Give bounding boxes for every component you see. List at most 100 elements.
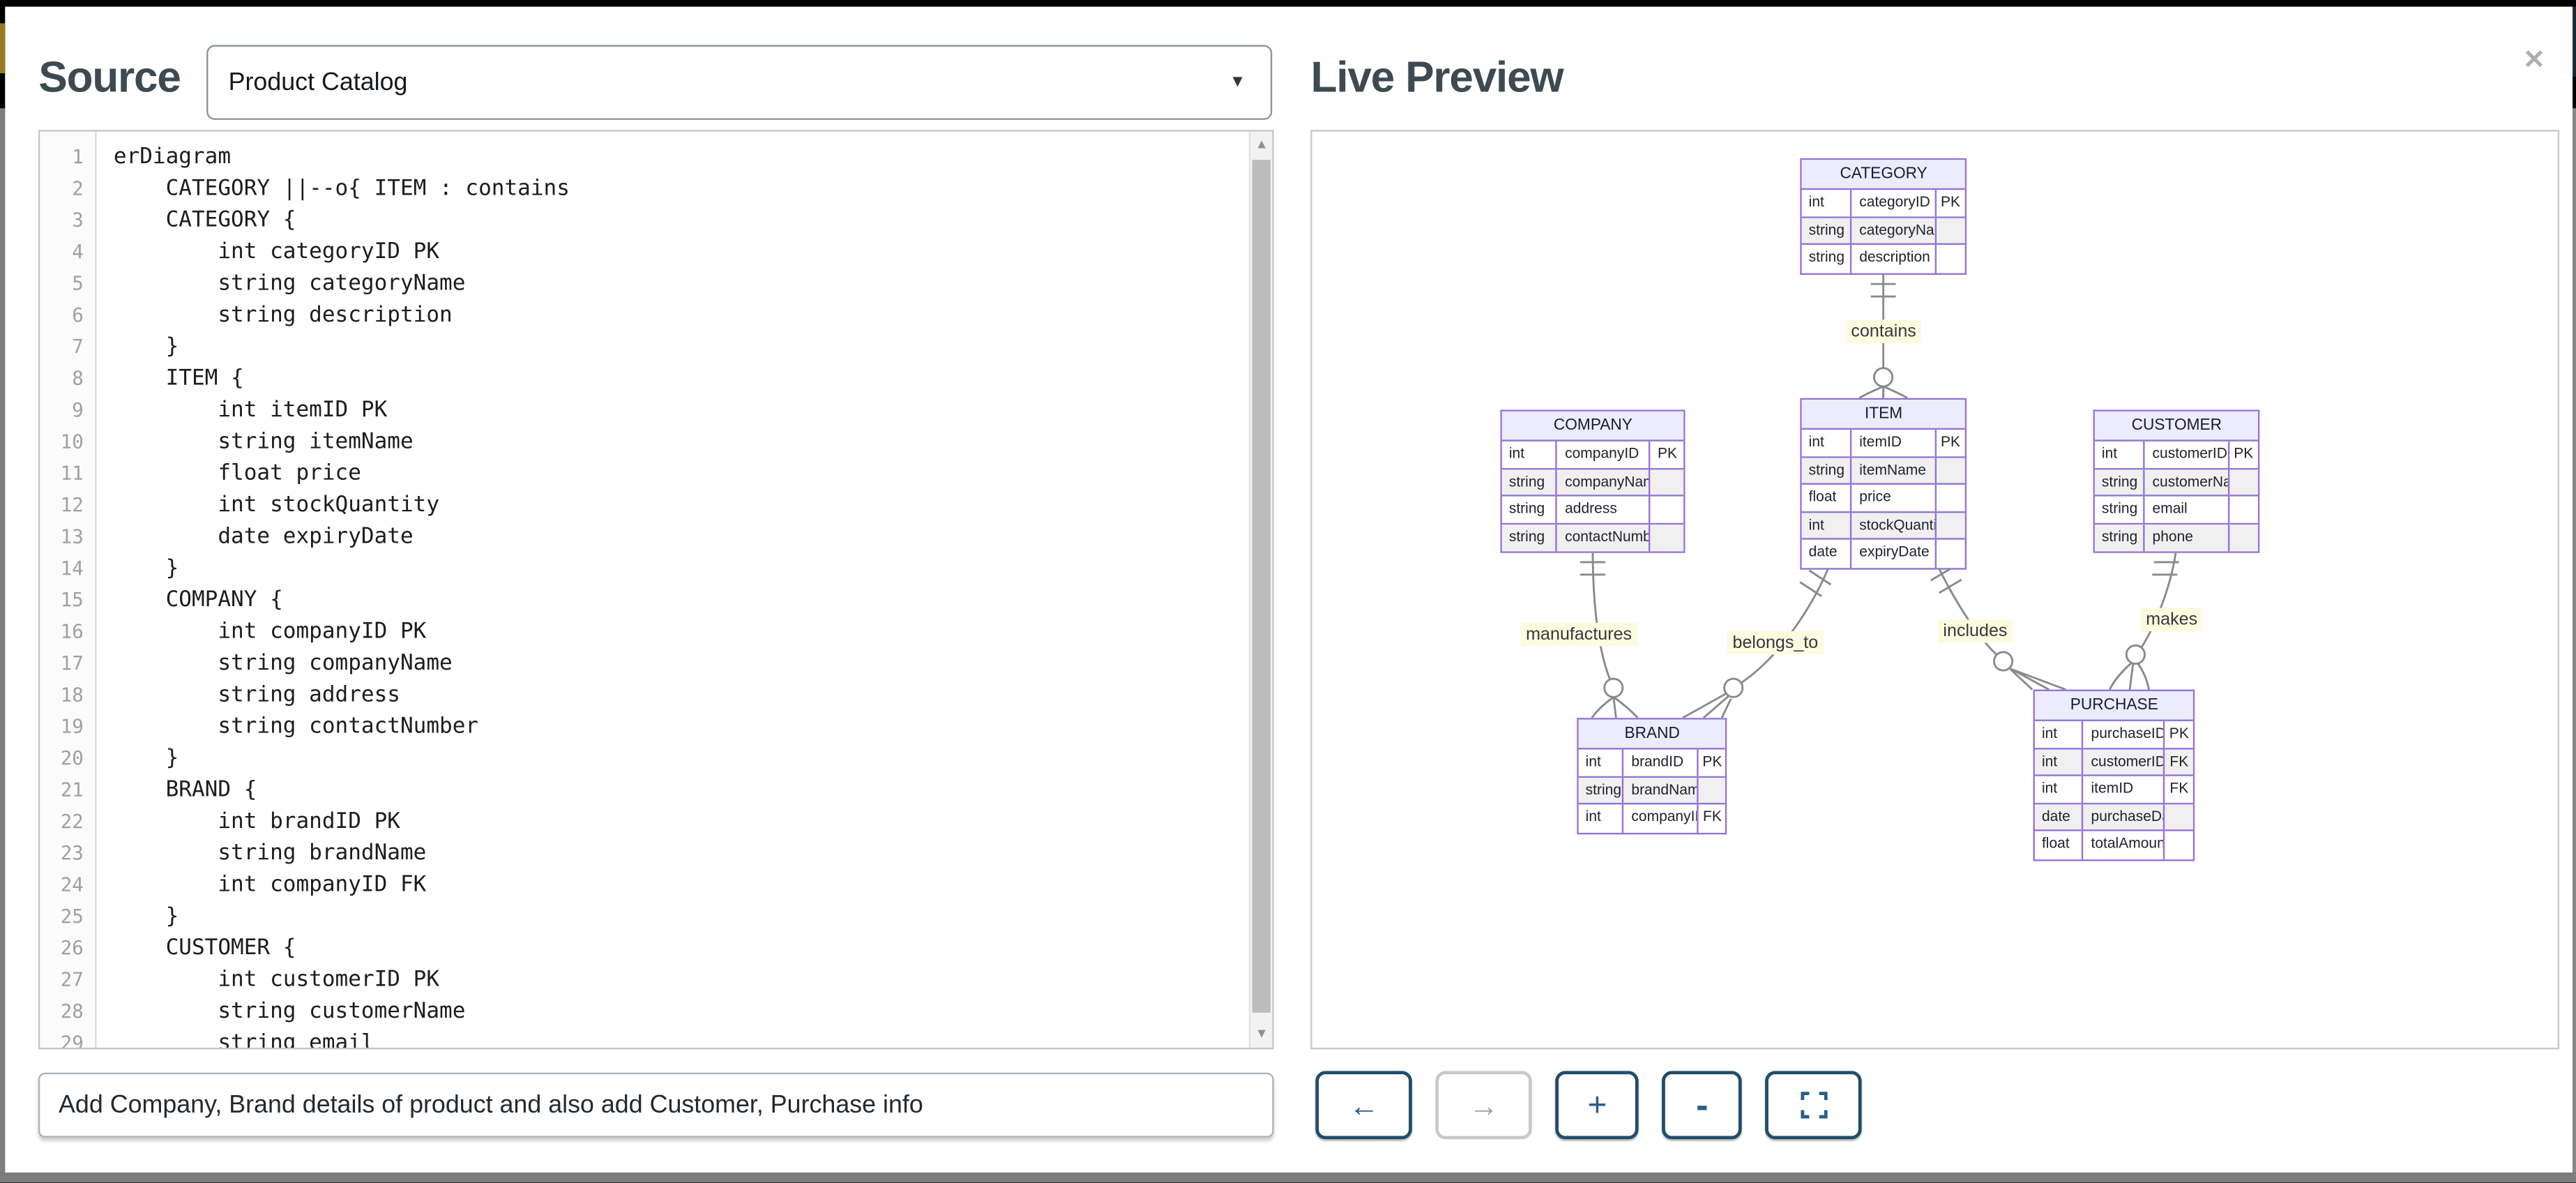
code-line: string contactNumber	[113, 714, 479, 740]
line-number: 13	[60, 525, 84, 548]
code-line: float price	[113, 461, 361, 487]
er-attr-type: string	[2101, 472, 2138, 489]
line-number: 10	[60, 430, 84, 453]
er-attr-type: int	[2041, 752, 2058, 769]
er-attr-key	[1934, 484, 1965, 511]
er-attr-key	[1697, 776, 1725, 803]
er-attr-name: purchaseID	[2081, 721, 2163, 747]
line-number: 9	[72, 398, 84, 422]
scroll-down-icon[interactable]: ▼	[1250, 1020, 1273, 1048]
er-attr-type: string	[2101, 527, 2138, 544]
er-attr-key	[1934, 245, 1965, 273]
code-line: string email	[113, 1031, 374, 1048]
er-attr-key	[1649, 469, 1683, 495]
line-number: 28	[60, 999, 84, 1023]
scrollbar-thumb[interactable]	[1252, 160, 1271, 1013]
er-relationship-label: makes	[2141, 608, 2203, 631]
er-attr-type: string	[1508, 499, 1545, 517]
er-entity-title: CUSTOMER	[2095, 411, 2259, 442]
er-entity-title: BRAND	[1579, 719, 1726, 750]
er-attr-type: int	[1808, 515, 1824, 532]
code-line: int companyID PK	[113, 619, 427, 645]
er-attr-type: int	[2041, 724, 2058, 741]
er-attr-key: FK	[2163, 748, 2193, 775]
er-attr-key	[1934, 539, 1965, 568]
line-number: 26	[60, 935, 84, 960]
code-line: int customerID PK	[113, 967, 440, 993]
arrow-right-icon: →	[1469, 1088, 1499, 1122]
er-attr-key	[2163, 804, 2193, 830]
background-left-edge-lower	[0, 108, 6, 1173]
fullscreen-icon	[1800, 1092, 1827, 1119]
er-attr-key: FK	[1697, 804, 1725, 832]
line-number: 23	[60, 841, 84, 865]
er-entity-title: PURCHASE	[2035, 691, 2194, 721]
code-line: CUSTOMER {	[113, 935, 296, 961]
er-attr-type: date	[1808, 543, 1838, 560]
prompt-input[interactable]	[38, 1072, 1275, 1138]
er-entity-title: COMPANY	[1502, 411, 1684, 442]
editor-scrollbar[interactable]: ▲ ▼	[1249, 131, 1273, 1048]
er-attr-key: PK	[1934, 430, 1965, 456]
er-attr-name: purchaseDate	[2081, 804, 2163, 830]
er-attr-key	[1934, 512, 1965, 538]
line-number: 24	[60, 873, 84, 896]
er-attr-name: address	[1554, 496, 1649, 522]
er-entity-brand: BRANDintbrandIDPKstringbrandNameintcompa…	[1577, 718, 1727, 834]
er-attr-name: description	[1849, 245, 1934, 273]
diagram-preview-canvas[interactable]: CATEGORYintcategoryIDPKstringcategoryNam…	[1310, 130, 2560, 1050]
er-entity-title: CATEGORY	[1802, 160, 1966, 190]
plus-icon: +	[1587, 1087, 1607, 1124]
er-attr-name: stockQuantity	[1849, 512, 1934, 538]
er-attr-name: email	[2142, 496, 2227, 522]
er-attr-key: PK	[2163, 721, 2193, 747]
scroll-up-icon[interactable]: ▲	[1250, 131, 1273, 158]
line-number: 18	[60, 683, 84, 707]
diagram-select[interactable]: Product Catalog ▼	[206, 45, 1273, 120]
er-entity-customer: CUSTOMERintcustomerIDPKstringcustomerNam…	[2093, 409, 2260, 553]
er-attr-name: customerID	[2081, 748, 2163, 775]
er-attr-name: companyID	[1621, 804, 1697, 832]
background-bottom-bar	[0, 1172, 2576, 1183]
er-attr-type: int	[1585, 753, 1601, 770]
background-right-edge-lower	[2572, 108, 2576, 1173]
er-relationship-belongs_to	[1682, 563, 1832, 719]
er-attr-name: brandName	[1621, 776, 1697, 803]
er-attr-type: int	[1808, 193, 1824, 210]
code-line: date expiryDate	[113, 525, 414, 550]
line-number: 17	[60, 651, 84, 675]
er-attribute-row: int stockQuantity	[1802, 512, 1966, 540]
code-line: string brandName	[113, 841, 427, 866]
er-attr-key	[1934, 457, 1965, 483]
background-right-edge	[2572, 6, 2576, 77]
code-text-area[interactable]: erDiagram CATEGORY ||--o{ ITEM : contain…	[97, 132, 1249, 1048]
er-attr-name: customerID	[2142, 441, 2227, 467]
er-relationship-label: includes	[1938, 619, 2013, 643]
zoom-out-button[interactable]: -	[1662, 1071, 1743, 1140]
line-number: 22	[60, 809, 84, 833]
fullscreen-button[interactable]	[1765, 1071, 1863, 1140]
chevron-down-icon: ▼	[1229, 73, 1246, 92]
line-number: 15	[60, 587, 84, 612]
code-line: ITEM {	[113, 366, 244, 392]
line-number: 11	[60, 461, 84, 485]
er-attr-key: PK	[2227, 441, 2258, 467]
close-icon[interactable]: ✕	[2523, 46, 2546, 75]
er-attr-type: int	[2041, 779, 2058, 797]
er-attr-type: date	[2041, 806, 2070, 824]
back-button[interactable]: ←	[1315, 1071, 1413, 1140]
line-number: 3	[72, 208, 84, 232]
line-number: 2	[72, 176, 84, 200]
zoom-in-button[interactable]: +	[1555, 1071, 1639, 1140]
er-attr-name: phone	[2142, 523, 2227, 552]
